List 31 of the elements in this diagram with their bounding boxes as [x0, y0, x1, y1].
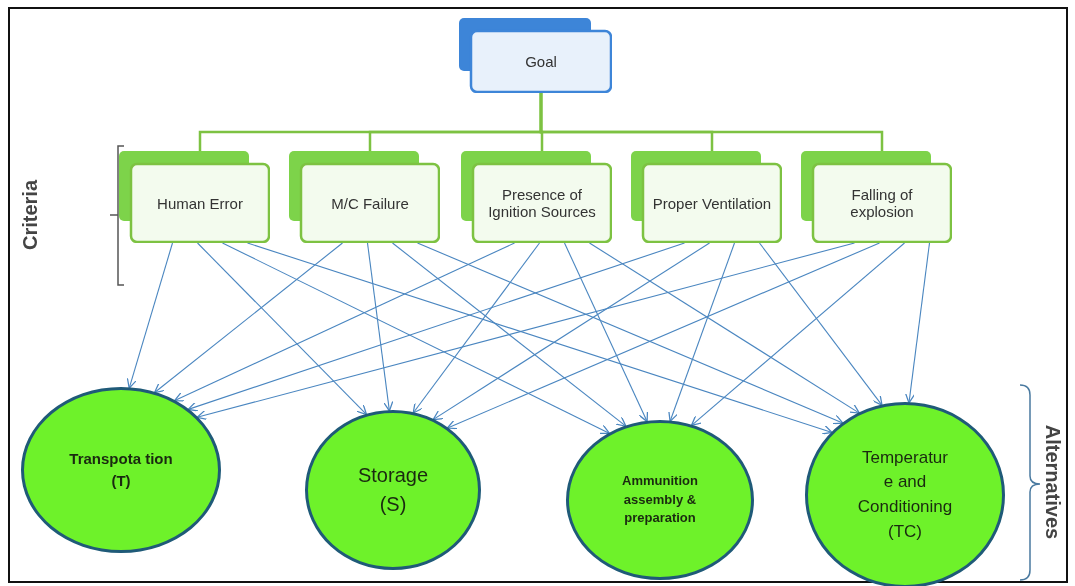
arrow [366, 242, 394, 412]
connector-line [539, 93, 884, 152]
alternative-label: Storage (S) [356, 463, 430, 517]
goal-label: Goal [524, 52, 558, 72]
arrow [153, 242, 344, 394]
criterion-label: Proper Ventilation [651, 193, 773, 214]
axis-title: Criteria [18, 180, 42, 250]
arrow [126, 242, 174, 389]
arrow [758, 242, 883, 406]
arrow [668, 242, 736, 422]
criterion-box [118, 150, 270, 243]
arrow [432, 242, 711, 421]
arrow [905, 242, 931, 404]
criterion-label: Presence of Ignition Sources [487, 185, 597, 222]
arrow [391, 242, 627, 427]
alternative-label: Ammunition assembly & preparation [621, 471, 699, 528]
alternative-label: Transpota tion (T) [68, 449, 174, 491]
alternative-label: Temperatur e and Conditioning (TC) [856, 446, 954, 543]
arrow [588, 242, 860, 414]
criterion-label: Human Error [156, 193, 244, 214]
criterion-label: Falling of explosion [849, 185, 915, 222]
criterion-label: M/C Failure [330, 193, 410, 214]
criterion-box [800, 150, 952, 243]
criterion-box [460, 150, 612, 243]
criterion-box [630, 150, 782, 243]
arrow [563, 242, 649, 423]
axis-title: Alternatives [1040, 424, 1064, 540]
arrow [412, 242, 541, 414]
criterion-box [288, 150, 440, 243]
goal-box [458, 17, 612, 93]
arrow [196, 242, 368, 416]
